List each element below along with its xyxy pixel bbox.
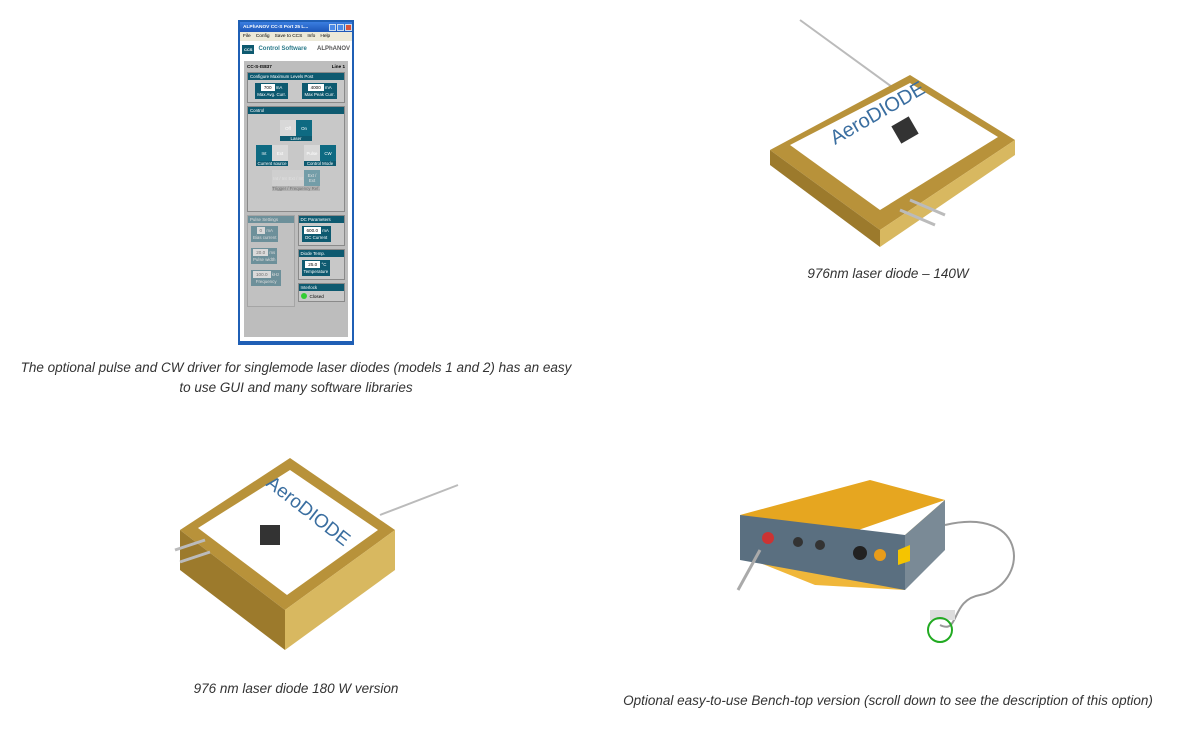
trigger-int: Int / Int bbox=[272, 170, 288, 186]
benchtop-image bbox=[736, 480, 1015, 643]
section-header: Control bbox=[248, 107, 344, 114]
menu-config: Config bbox=[255, 34, 270, 39]
value: 100.0 bbox=[253, 271, 271, 278]
interlock-status: Closed bbox=[309, 293, 324, 299]
label: Max Avg. Curr. bbox=[257, 92, 286, 97]
value: 600.0 bbox=[303, 227, 321, 234]
gui-screenshot: ALPhANOV CC-S Port 25 L... File Config Sav… bbox=[238, 20, 354, 345]
label: Control Mode bbox=[306, 161, 334, 166]
value: 700 bbox=[260, 84, 275, 91]
dc-parameters: DC Parameters 600.0 mA DC Current bbox=[297, 215, 345, 246]
label: DC Current bbox=[305, 235, 328, 240]
laser-diode-140w-image: AeroDIODE bbox=[770, 19, 1015, 247]
title-bar: ALPhANOV CC-S Port 25 L... bbox=[240, 22, 352, 32]
menu-bar: File Config Save to CCS Info Help bbox=[240, 32, 352, 41]
close-icon bbox=[345, 23, 352, 31]
label: Laser bbox=[290, 136, 302, 141]
value: 25.0 bbox=[305, 261, 321, 268]
value: 20.0 bbox=[253, 249, 269, 256]
unit: kHz bbox=[271, 272, 280, 277]
int-toggle: Int bbox=[256, 145, 272, 161]
menu-save: Save to CCS bbox=[274, 34, 303, 39]
section-header: Configure Maximum Levels Post bbox=[248, 73, 344, 80]
ccs-logo: CCS bbox=[242, 44, 255, 54]
label: Max Peak Curr. bbox=[304, 92, 335, 97]
trigger-ext-ext: Ext / Ext bbox=[304, 170, 320, 186]
menu-info: Info bbox=[307, 34, 316, 39]
max-levels-section: Configure Maximum Levels Post 700 mA Max … bbox=[247, 72, 345, 103]
trigger-ext-int: Ext / Int bbox=[288, 170, 304, 186]
caption-diode-180w: 976 nm laser diode 180 W version bbox=[193, 681, 399, 696]
label: Trigger / Frequency Ref. bbox=[272, 186, 320, 191]
unit: mA bbox=[322, 228, 329, 233]
value: 0 bbox=[256, 227, 266, 234]
max-avg-field: 700 mA Max Avg. Curr. bbox=[255, 83, 288, 99]
window-title: ALPhANOV CC-S Port 25 L... bbox=[243, 24, 309, 30]
unit: mA bbox=[325, 85, 332, 90]
unit: ms bbox=[269, 250, 276, 255]
laser-off: Off bbox=[280, 120, 296, 136]
unit: mA bbox=[275, 85, 283, 90]
pulse-toggle: Pulse bbox=[304, 145, 320, 161]
max-peak-field: 4000 mA Max Peak Curr. bbox=[302, 83, 337, 99]
label: Pulse width bbox=[253, 257, 276, 262]
label: Current source bbox=[257, 161, 287, 166]
section-header: DC Parameters bbox=[298, 216, 344, 223]
caption-gui: The optional pulse and CW driver for sin… bbox=[20, 360, 572, 395]
label: Frequency bbox=[255, 279, 277, 284]
laser-on: On bbox=[296, 120, 312, 136]
section-header: Interlock bbox=[298, 284, 344, 291]
diode-temp: Diode Temp. 25.0 °C Temperature bbox=[297, 249, 345, 280]
status-led-icon bbox=[300, 293, 307, 299]
section-header: Diode Temp. bbox=[298, 250, 344, 257]
maximize-icon bbox=[337, 23, 344, 31]
caption-diode-140w: 976nm laser diode – 140W bbox=[807, 266, 969, 281]
cw-toggle: CW bbox=[320, 145, 336, 161]
unit: °C bbox=[321, 262, 327, 267]
brand-logo: ALPhANOV bbox=[317, 46, 350, 52]
laser-diode-180w-image: AeroDIODE bbox=[174, 458, 459, 650]
control-panel: CC-S-IS837 Line 1 Configure Maximum Level… bbox=[244, 61, 348, 337]
menu-help: Help bbox=[320, 34, 331, 39]
minimize-icon bbox=[329, 23, 336, 31]
section-header: Pulse Settings bbox=[248, 216, 294, 223]
banner-text: Control Software bbox=[258, 46, 307, 52]
unit: mA bbox=[266, 228, 273, 233]
menu-file: File bbox=[243, 34, 251, 39]
label: Bias current bbox=[253, 235, 277, 240]
caption-benchtop: Optional easy-to-use Bench-top version (… bbox=[623, 693, 1153, 708]
value: 4000 bbox=[307, 84, 324, 91]
label: Temperature bbox=[303, 269, 329, 274]
line-label: Line 1 bbox=[331, 64, 345, 69]
ext-toggle: Ext bbox=[272, 145, 288, 161]
interlock: Interlock Closed bbox=[297, 283, 345, 302]
device-id: CC-S-IS837 bbox=[247, 64, 272, 69]
